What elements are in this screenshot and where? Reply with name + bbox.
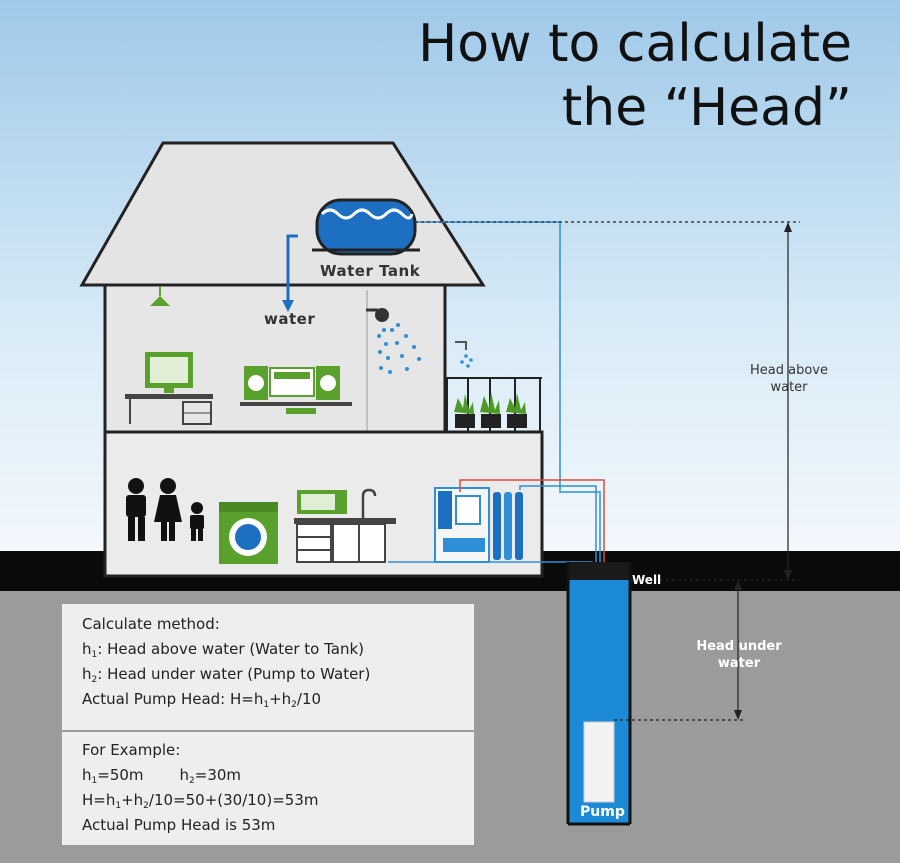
method-h2-line: h2: Head under water (Pump to Water) (82, 662, 464, 687)
h1-description: : Head above water (Water to Tank) (97, 640, 365, 658)
washing-machine-icon (219, 502, 278, 564)
formula-prefix: Actual Pump Head: H=h (82, 690, 264, 708)
formula-end: /10 (296, 690, 322, 708)
dimension-arrows (734, 222, 792, 720)
head-above-water-label: Head above water (734, 362, 844, 396)
head-above-line2: water (770, 380, 808, 395)
head-under-water-label: Head under water (684, 638, 794, 672)
pump-icon (583, 721, 615, 803)
head-under-line2: water (717, 656, 761, 671)
lamp-icon (150, 286, 170, 306)
water-filter-icon (434, 487, 523, 563)
calc-end: /10=50+(30/10)=53m (148, 791, 319, 809)
h2-description: : Head under water (Pump to Water) (97, 665, 371, 683)
faucet-outdoor (455, 341, 467, 350)
ex-h2-value: =30m (194, 766, 242, 784)
water-flow-arrow (286, 234, 298, 302)
pump-label: Pump (580, 804, 625, 820)
method-h1-line: h1: Head above water (Water to Tank) (82, 637, 464, 662)
calc-prefix: H=h (82, 791, 116, 809)
calc-mid: +h (121, 791, 144, 809)
calc-sub2: 2 (143, 801, 149, 811)
formula-sub1: 1 (263, 700, 270, 710)
formula-mid: +h (269, 690, 292, 708)
ex-h1-subscript: 1 (91, 776, 98, 786)
well-label: Well (632, 573, 662, 587)
ex-h2-symbol: h (179, 766, 190, 784)
family-icon (126, 478, 204, 541)
method-heading: Calculate method: (82, 615, 220, 633)
method-formula-line: Actual Pump Head: H=h1+h2/10 (82, 687, 464, 712)
calc-sub1: 1 (115, 801, 122, 811)
h2-subscript: 2 (91, 675, 98, 685)
kitchen-icon (294, 488, 396, 563)
h2-symbol: h (82, 665, 92, 683)
h1-symbol: h (82, 640, 92, 658)
water-tank-label: Water Tank (320, 262, 421, 280)
head-under-line1: Head under (696, 639, 782, 654)
stereo-icon (240, 366, 352, 414)
title-line-2: the “Head” (561, 78, 852, 138)
formula-sub2: 2 (291, 700, 297, 710)
ex-h1-value: =50m (97, 766, 144, 784)
page-title: How to calculate the “Head” (418, 12, 852, 140)
water-tank (312, 198, 420, 256)
example-heading: For Example: (82, 741, 181, 759)
example-calc-line: H=h1+h2/10=50+(30/10)=53m (82, 788, 464, 813)
tv-icon (125, 352, 213, 425)
house-roof (79, 141, 486, 287)
plant-pots (454, 392, 527, 428)
ex-h2-subscript: 2 (189, 776, 195, 786)
dimension-lines (415, 221, 800, 721)
title-line-1: How to calculate (418, 14, 852, 74)
example-result: Actual Pump Head is 53m (82, 816, 276, 834)
water-label: water (264, 310, 316, 328)
shower-icon (366, 308, 421, 374)
head-above-line1: Head above (750, 363, 828, 378)
calculate-method-panel: Calculate method: h1: Head above water (… (62, 604, 474, 730)
ex-h1-symbol: h (82, 766, 92, 784)
h1-subscript: 1 (91, 650, 98, 660)
